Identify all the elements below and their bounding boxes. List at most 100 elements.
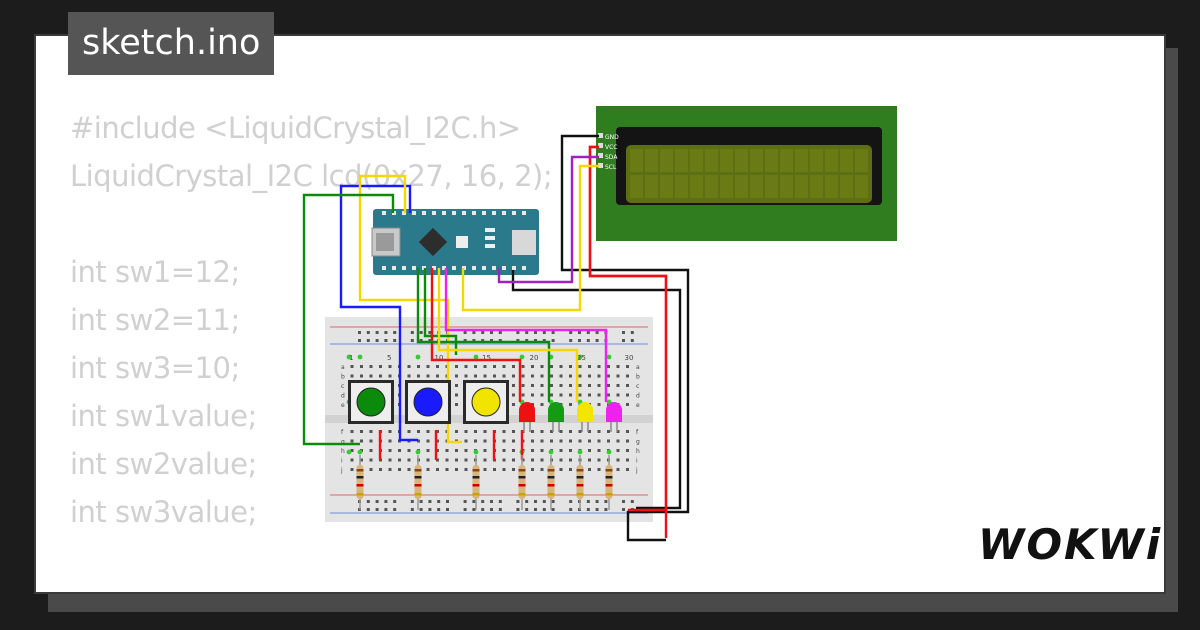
blue-pushbutton[interactable] — [405, 380, 451, 424]
resistor[interactable] — [547, 455, 555, 510]
nano-pin — [422, 211, 426, 215]
breadboard-hole — [474, 365, 477, 368]
breadboard-rail-hole — [481, 508, 485, 511]
breadboard-rail-hole — [569, 331, 573, 334]
breadboard-hole — [360, 365, 363, 368]
filename-tab[interactable]: sketch.ino — [68, 12, 275, 75]
breadboard-rail-hole — [622, 339, 625, 342]
breadboard-hole — [512, 439, 515, 443]
row-letter: d — [636, 393, 640, 400]
breadboard-hole — [616, 374, 620, 378]
breadboard-rail-hole — [490, 508, 493, 511]
breadboard-hole — [445, 449, 449, 452]
lcd-cell — [855, 175, 868, 198]
green-pushbutton[interactable] — [348, 380, 394, 424]
breadboard-hole — [426, 374, 430, 378]
breadboard-hole — [350, 439, 354, 443]
breadboard-hole — [445, 468, 449, 471]
breadboard-rail-hole — [569, 500, 573, 503]
lcd-cell — [810, 149, 823, 172]
breadboard-hole — [464, 458, 468, 462]
breadboard-rail-hole — [375, 331, 379, 334]
breadboard-hole — [455, 393, 458, 397]
breadboard-hole — [493, 468, 496, 471]
breadboard-hole — [559, 468, 563, 471]
nano-pin — [412, 211, 416, 215]
breadboard-rail-hole — [410, 500, 414, 503]
column-number: 15 — [482, 354, 491, 362]
breadboard-hole — [578, 374, 582, 378]
breadboard-hole — [588, 449, 591, 452]
row-letter: c — [341, 383, 344, 390]
nano-pin — [522, 211, 526, 215]
green-led[interactable] — [548, 402, 564, 432]
breadboard-hole — [483, 430, 487, 433]
nano-pin — [382, 211, 386, 215]
resistor[interactable] — [472, 455, 480, 510]
breadboard-hole — [550, 393, 553, 397]
resistor[interactable] — [356, 455, 364, 510]
breadboard-hole — [531, 365, 534, 368]
breadboard-hole — [550, 365, 553, 368]
magenta-led[interactable] — [606, 402, 622, 432]
breadboard-rail-hole — [578, 331, 581, 334]
nano-pin — [392, 266, 396, 270]
resistor[interactable] — [605, 455, 613, 510]
row-letter: e — [636, 402, 640, 409]
breadboard-hole — [569, 439, 572, 443]
breadboard-rail-hole — [463, 331, 467, 334]
breadboard-hole — [426, 458, 430, 462]
breadboard-hole — [597, 374, 601, 378]
lcd-pin-label: SDA — [605, 154, 618, 161]
yellow-led[interactable] — [577, 402, 593, 432]
breadboard-hole — [626, 393, 629, 397]
row-letter: i — [341, 458, 343, 465]
breadboard-hole — [483, 458, 487, 462]
red-led[interactable] — [519, 402, 535, 432]
breadboard-hole — [588, 468, 591, 471]
arduino-nano[interactable] — [371, 209, 539, 275]
breadboard-rail-hole — [542, 508, 546, 511]
lcd-cell — [840, 175, 853, 198]
breadboard-hole — [512, 458, 515, 462]
resistor[interactable] — [414, 455, 422, 510]
breadboard-hole — [388, 430, 392, 433]
breadboard-hole — [559, 458, 563, 462]
breadboard-hole — [407, 374, 411, 378]
breadboard-hole — [369, 365, 373, 368]
breadboard-hole — [350, 365, 354, 368]
nano-pin — [482, 266, 486, 270]
breadboard-rail-hole — [393, 331, 397, 334]
breadboard-rail-hole — [463, 500, 467, 503]
lcd-pin-label: VCC — [605, 144, 617, 151]
breadboard-rail-hole — [472, 500, 476, 503]
pin-marker — [357, 449, 363, 455]
row-letter: j — [635, 467, 638, 474]
column-number: 20 — [530, 354, 539, 362]
nano-pin — [442, 266, 446, 270]
breadboard-hole — [464, 430, 468, 433]
breadboard-hole — [474, 439, 477, 443]
breadboard-rail-hole — [366, 339, 370, 342]
resistor[interactable] — [518, 455, 526, 510]
reset-button[interactable] — [456, 236, 468, 248]
code-line: int sw2=11; — [70, 303, 240, 337]
column-number: 30 — [625, 354, 634, 362]
breadboard-hole — [540, 458, 544, 462]
breadboard-rail-hole — [586, 500, 590, 503]
pin-marker — [473, 354, 479, 360]
breadboard-rail-hole — [516, 339, 520, 342]
breadboard-hole — [540, 384, 544, 387]
breadboard-hole — [369, 430, 373, 433]
resistor[interactable] — [576, 455, 584, 510]
breadboard-hole — [388, 458, 392, 462]
lcd-cell — [795, 175, 808, 198]
breadboard-hole — [407, 468, 411, 471]
breadboard-hole — [626, 374, 629, 378]
pin-marker — [577, 449, 583, 455]
yellow-pushbutton[interactable] — [463, 380, 509, 424]
breadboard-rail-hole — [498, 508, 502, 511]
pin-marker — [548, 449, 554, 455]
breadboard-rail-hole — [542, 500, 546, 503]
